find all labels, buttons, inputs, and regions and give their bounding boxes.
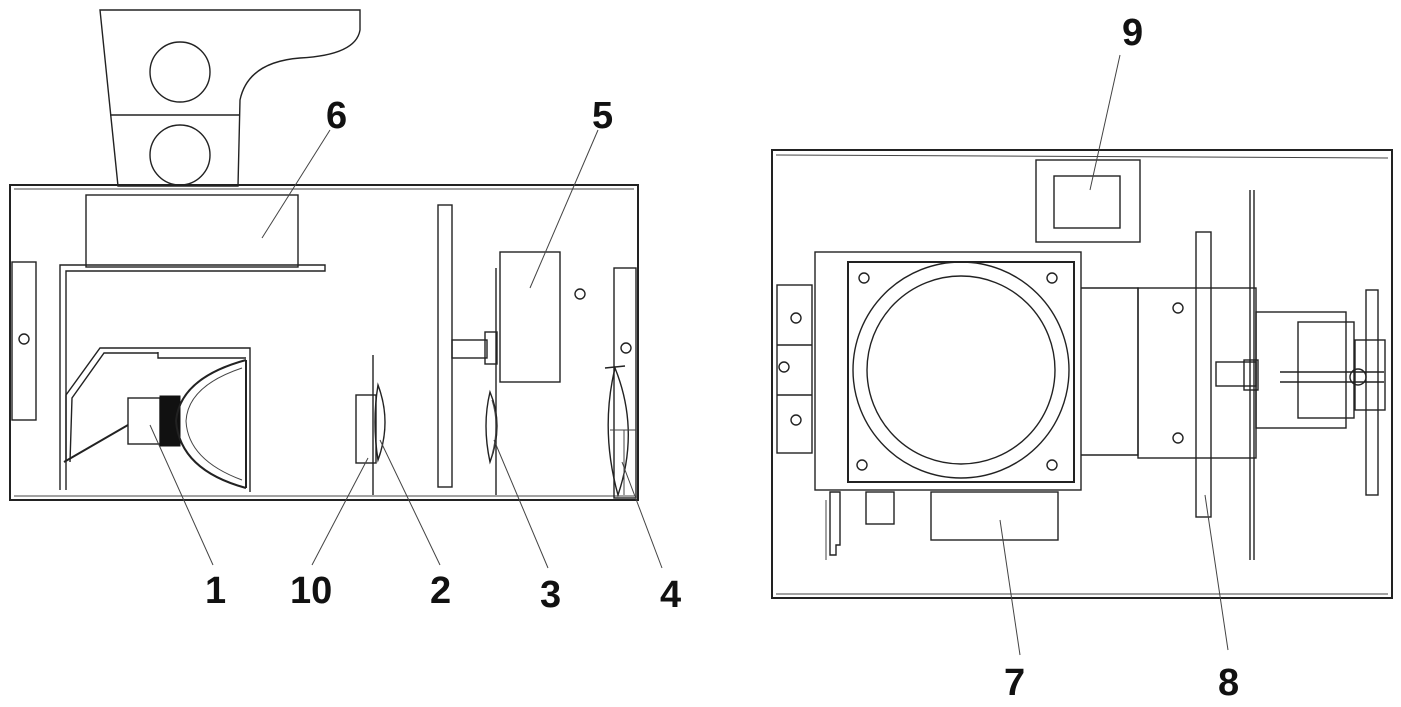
- center-plate: [437, 204, 453, 488]
- duct-body: [1137, 287, 1257, 459]
- mounting-bracket: [99, 9, 361, 187]
- bracket-hole-top: [149, 41, 211, 103]
- lens-4: [607, 365, 629, 498]
- leader-lines-right: [999, 54, 1229, 656]
- right-view: [771, 149, 1393, 599]
- label-6: 6: [326, 95, 347, 137]
- right-housing: [771, 149, 1393, 599]
- lens-2: [374, 382, 386, 463]
- label-2: 2: [430, 570, 451, 612]
- left-side-plate: [11, 261, 37, 421]
- lens-3: [485, 389, 498, 465]
- motor-5: [499, 251, 561, 383]
- fan-square: [847, 261, 1075, 483]
- label-9: 9: [1122, 12, 1143, 54]
- label-3: 3: [540, 574, 561, 616]
- lamp-bulb: [159, 395, 181, 447]
- lamp-assembly: [63, 347, 251, 492]
- right-plate: [613, 267, 637, 499]
- filter-10: [355, 394, 377, 464]
- part-9-frame: [1035, 159, 1141, 243]
- bracket-hole-bottom: [149, 124, 211, 186]
- reference-numerals: 1 10 2 3 4 5 6 7 8 9: [205, 12, 1239, 704]
- part-7: [930, 491, 1059, 541]
- left-clip: [776, 284, 813, 454]
- label-4: 4: [660, 574, 681, 616]
- part-9-inner: [1053, 175, 1121, 229]
- leader-lines-left: [149, 129, 663, 569]
- label-8: 8: [1218, 662, 1239, 704]
- plate-8: [1195, 231, 1212, 518]
- label-5: 5: [592, 95, 613, 137]
- right-motor: [1255, 311, 1347, 429]
- left-housing: [9, 184, 639, 501]
- fan-outer-ring: [852, 261, 1070, 479]
- label-7: 7: [1004, 662, 1025, 704]
- label-10: 10: [290, 570, 332, 612]
- fan-inner-ring: [866, 275, 1056, 465]
- part-6-box: [85, 194, 299, 268]
- label-1: 1: [205, 570, 226, 612]
- right-wheel: [1365, 289, 1379, 496]
- left-view: [9, 9, 639, 501]
- fan-frame: [814, 251, 1082, 491]
